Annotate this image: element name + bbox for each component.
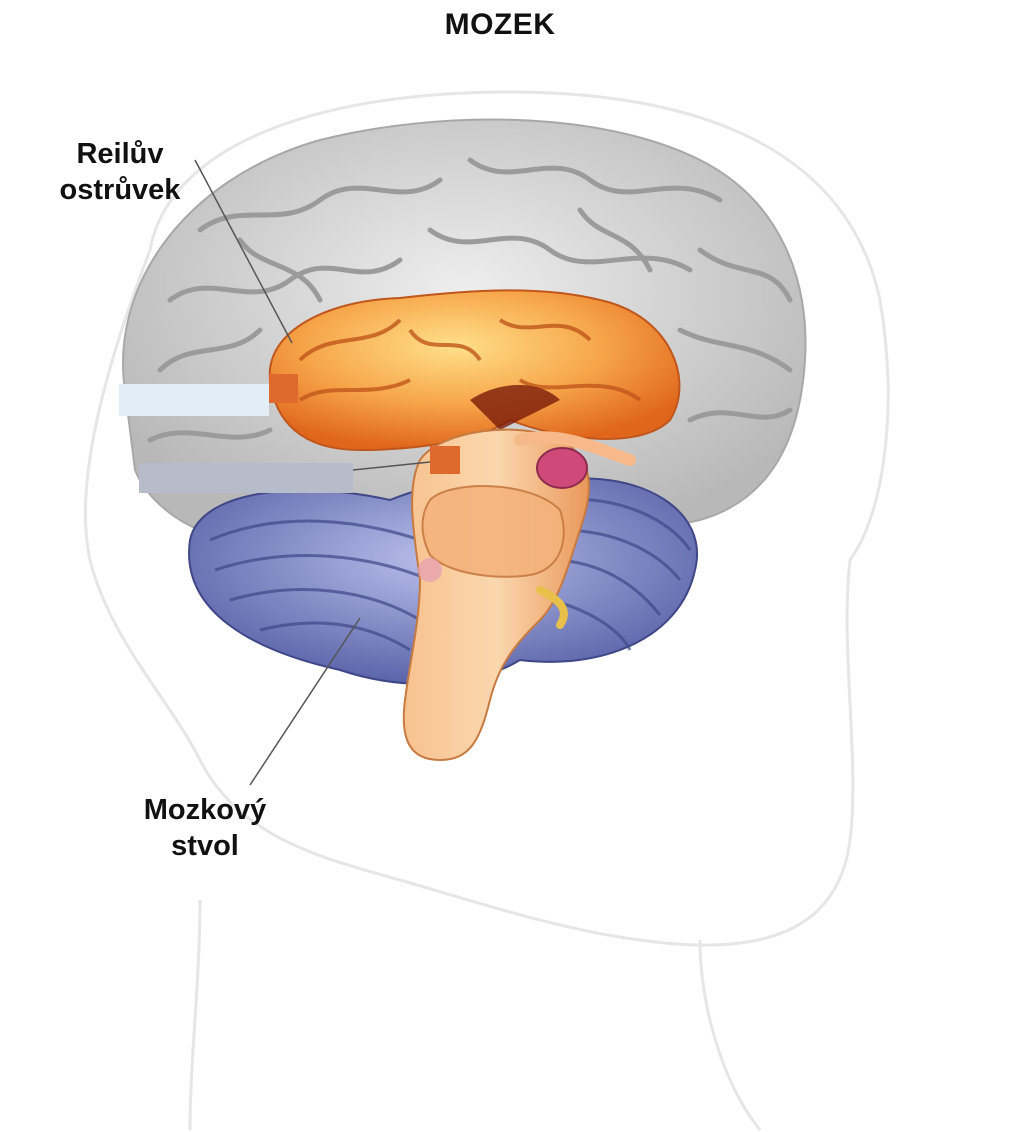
diencephalon bbox=[270, 290, 680, 450]
label-insula-line-1: Reilův bbox=[40, 136, 200, 172]
label-insula-line-2: ostrůvek bbox=[40, 172, 200, 208]
pituitary-gland bbox=[537, 448, 587, 488]
label-marker-1 bbox=[269, 374, 298, 403]
label-blank-1 bbox=[119, 384, 269, 416]
pons bbox=[423, 486, 564, 577]
label-marker-2 bbox=[430, 446, 460, 474]
neck-outline bbox=[190, 900, 760, 1130]
label-blank-2 bbox=[139, 463, 353, 493]
label-brainstem-line-2: stvol bbox=[120, 828, 290, 864]
mammillary-detail bbox=[418, 558, 442, 582]
label-brainstem: Mozkový stvol bbox=[120, 792, 290, 864]
label-brainstem-line-1: Mozkový bbox=[120, 792, 290, 828]
label-insula: Reilův ostrůvek bbox=[40, 136, 200, 208]
